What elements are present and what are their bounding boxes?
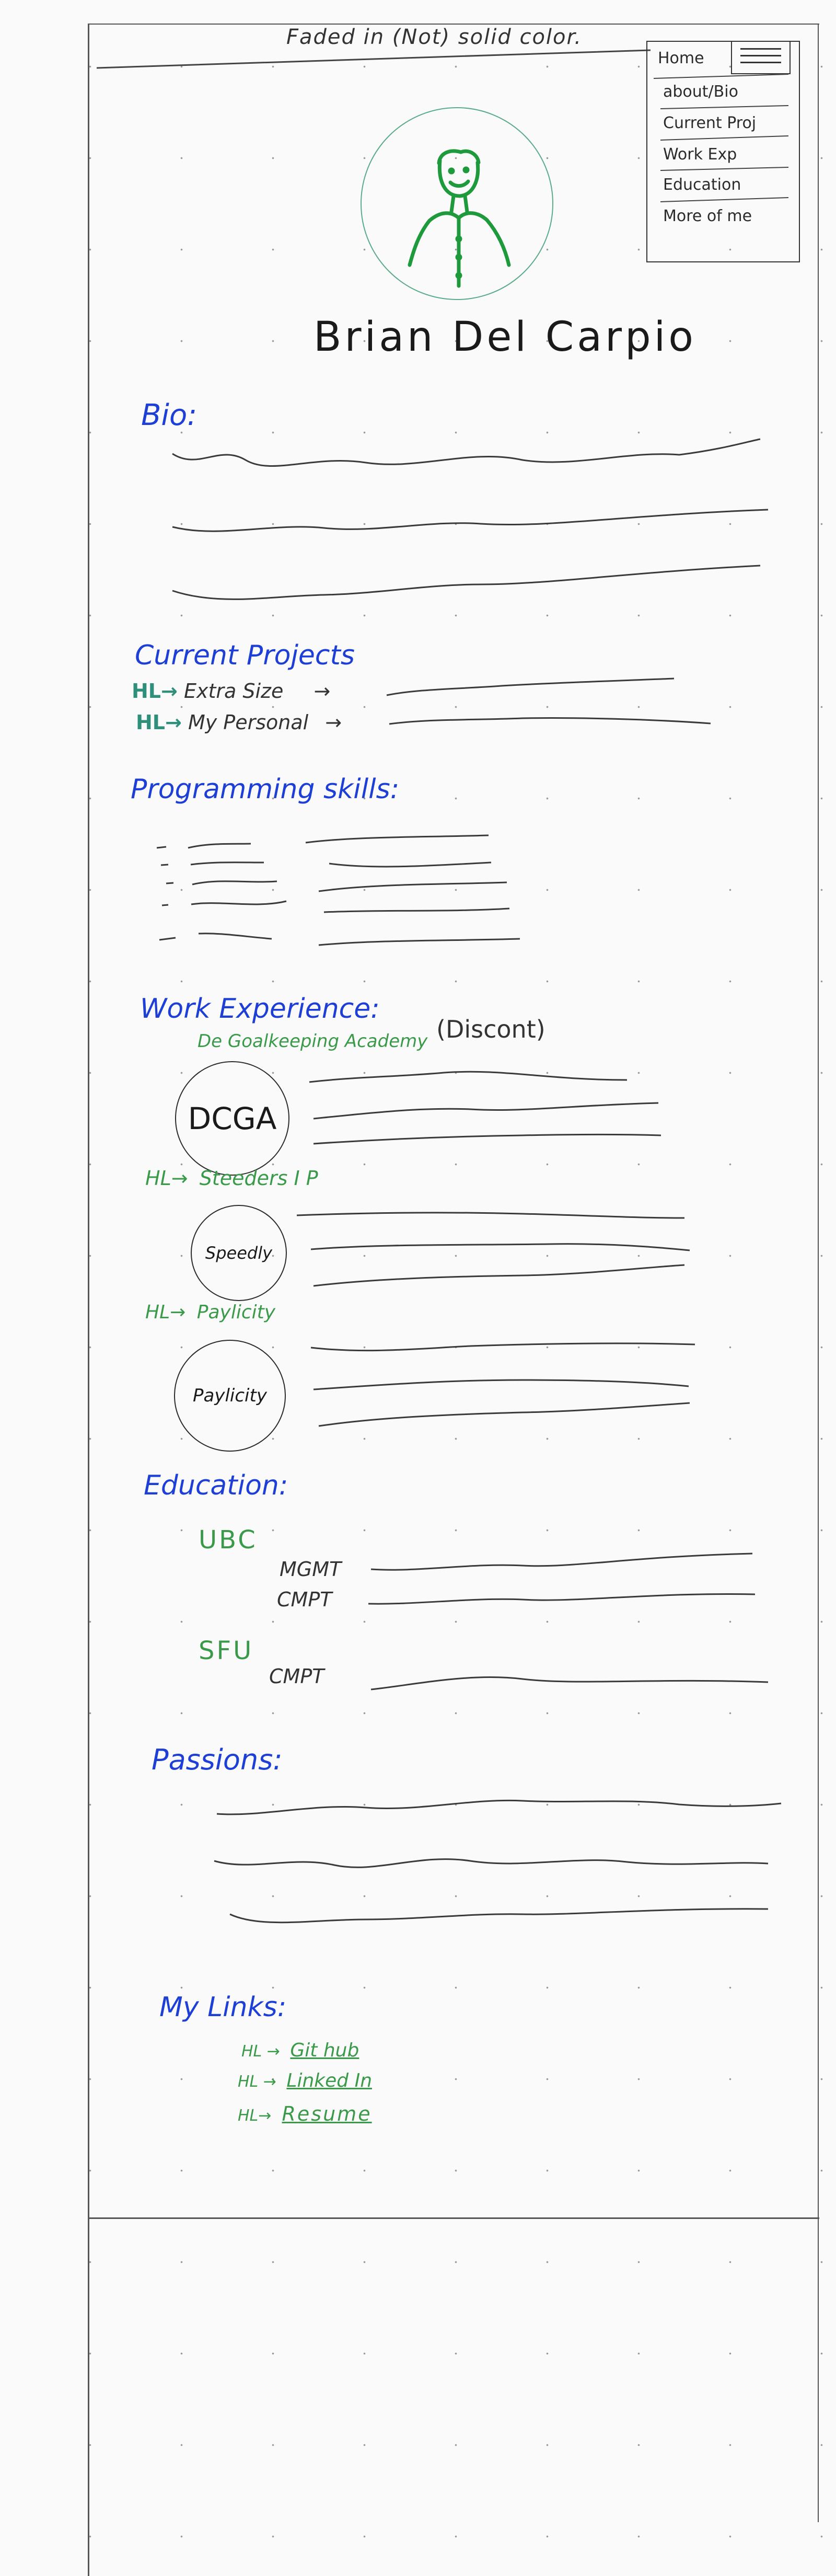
- job-prefix: HL→: [145, 1167, 188, 1190]
- link-item-resume[interactable]: HL→ Resume: [238, 2102, 372, 2125]
- project-item-arrow: →: [314, 680, 331, 703]
- education-heading: Education:: [144, 1470, 288, 1501]
- job-title: Paylicity: [196, 1302, 276, 1323]
- work-heading: Work Experience:: [140, 993, 380, 1025]
- job-description-placeholder: [309, 1071, 661, 1145]
- project-item-arrow: →: [325, 711, 342, 734]
- link-item-linkedin[interactable]: HL → Linked In: [238, 2070, 372, 2091]
- linkedin-link[interactable]: Linked In: [286, 2070, 373, 2091]
- job-header[interactable]: HL→ Steeders I P: [145, 1167, 318, 1190]
- nav-separators: [653, 74, 789, 202]
- frame-left-border: [88, 24, 89, 2576]
- frame-right-border: [818, 24, 819, 2522]
- resume-link[interactable]: Resume: [282, 2102, 372, 2125]
- nav-item-work-experience[interactable]: Work Exp: [663, 145, 737, 164]
- link-item-github[interactable]: HL → Git hub: [241, 2040, 359, 2061]
- nav-menu: Home about/Bio Current Proj Work Exp Edu…: [646, 41, 800, 262]
- github-link[interactable]: Git hub: [290, 2040, 359, 2061]
- nav-item-home[interactable]: Home: [658, 49, 704, 67]
- job-prefix: HL→: [145, 1302, 186, 1323]
- bio-text-placeholder: [172, 438, 769, 600]
- education-details-placeholder: [368, 1552, 769, 1690]
- header-note: Faded in (Not) solid color.: [286, 25, 582, 49]
- program-label: CMPT: [269, 1665, 324, 1688]
- nav-item-about[interactable]: about/Bio: [663, 83, 738, 101]
- passions-text-placeholder: [214, 1799, 782, 1924]
- job-logo-text: DCGA: [188, 1100, 277, 1136]
- link-prefix: HL →: [238, 2073, 276, 2091]
- project-item[interactable]: HL→ My Personal →: [136, 711, 342, 734]
- nav-item-current-projects[interactable]: Current Proj: [663, 114, 757, 132]
- job-header[interactable]: HL→ Paylicity: [145, 1302, 275, 1323]
- hamburger-menu-icon[interactable]: [731, 41, 791, 74]
- nav-item-education[interactable]: Education: [663, 176, 741, 194]
- project-item-prefix: HL→: [136, 711, 182, 734]
- project-item-prefix: HL→: [132, 680, 178, 703]
- page-footer-divider: [88, 2217, 819, 2219]
- job-description-placeholder: [310, 1342, 695, 1427]
- program-label: CMPT: [277, 1588, 332, 1611]
- avatar: [361, 107, 553, 300]
- profile-name: Brian Del Carpio: [314, 314, 697, 361]
- job-title: Steeders I P: [199, 1167, 318, 1190]
- links-heading: My Links:: [159, 1992, 287, 2023]
- header-underline: [96, 49, 651, 69]
- projects-description-placeholder: [386, 677, 711, 725]
- link-prefix: HL →: [241, 2042, 280, 2061]
- job-logo: DCGA: [175, 1061, 289, 1176]
- school-name: UBC: [199, 1525, 258, 1555]
- program-label: MGMT: [280, 1558, 342, 1581]
- projects-heading: Current Projects: [135, 640, 355, 671]
- job-status-note: (Discont): [436, 1015, 545, 1043]
- job-logo: Paylicity: [174, 1340, 286, 1452]
- job-logo-text: Paylicity: [193, 1385, 267, 1406]
- nav-item-more-of-me[interactable]: More of me: [663, 207, 752, 225]
- person-icon: [408, 149, 511, 288]
- passions-heading: Passions:: [152, 1743, 283, 1776]
- job-logo: Speedly: [191, 1205, 287, 1301]
- job-title: De Goalkeeping Academy: [198, 1031, 428, 1052]
- skills-heading: Programming skills:: [131, 774, 400, 805]
- school-name: SFU: [199, 1636, 254, 1665]
- project-item-label: Extra Size: [183, 680, 284, 703]
- link-prefix: HL→: [238, 2107, 272, 2125]
- job-description-placeholder: [296, 1212, 690, 1287]
- bio-heading: Bio:: [141, 398, 198, 432]
- project-item-label: My Personal: [188, 711, 309, 734]
- job-logo-text: Speedly: [205, 1243, 273, 1263]
- skills-list-placeholder: [156, 834, 520, 946]
- frame-top-border: [88, 24, 819, 25]
- project-item[interactable]: HL→ Extra Size →: [132, 680, 330, 703]
